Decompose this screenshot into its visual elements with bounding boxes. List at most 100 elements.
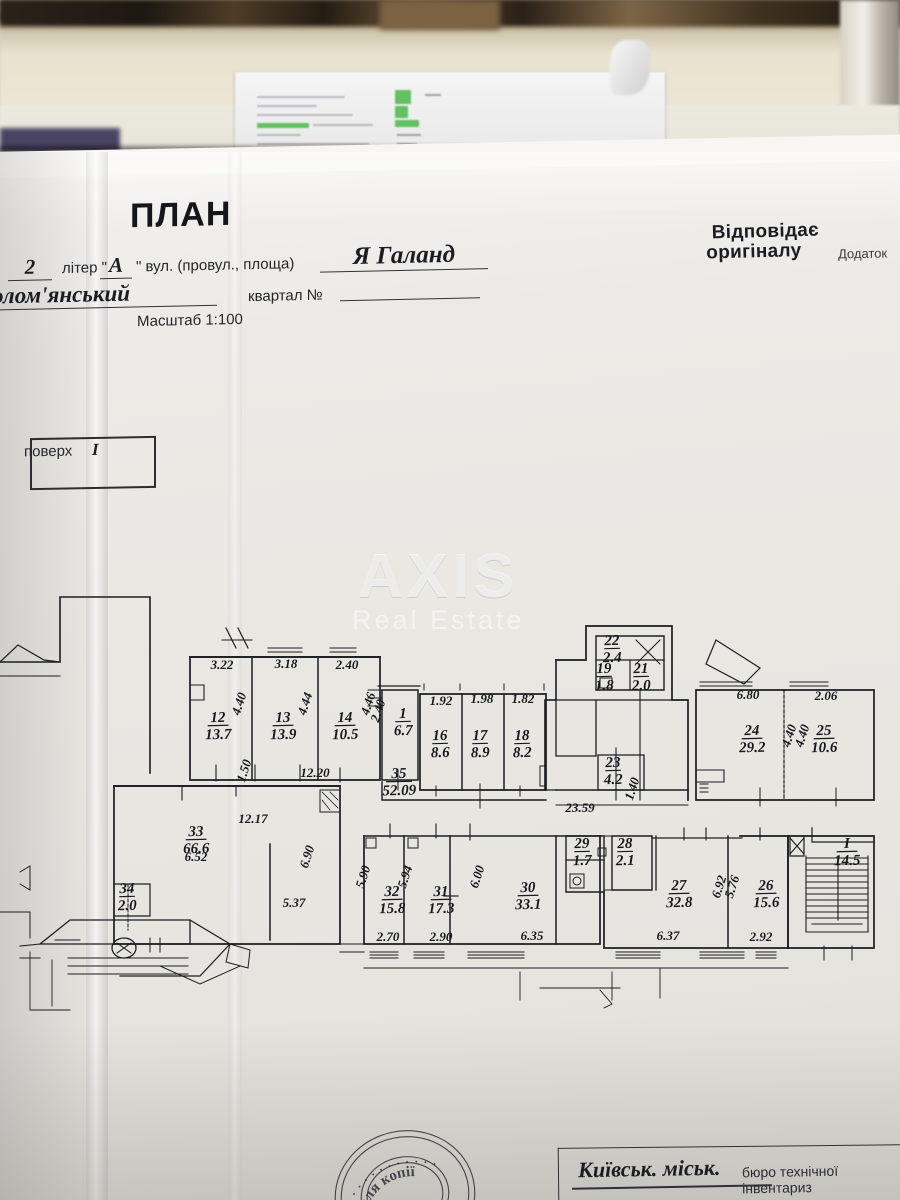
dimension-label: 12.20 xyxy=(300,765,330,780)
room-label: 222.4 xyxy=(602,633,623,666)
room-area: 17.3 xyxy=(428,901,455,918)
background-blue-folder xyxy=(0,128,120,152)
dimension-label: 2.92 xyxy=(749,929,773,944)
room-number: 31 xyxy=(432,884,448,900)
room-number: 26 xyxy=(757,878,774,894)
room-area: 6.7 xyxy=(394,723,414,739)
dimension-label: 6.92 xyxy=(708,873,729,900)
room-area: 2.4 xyxy=(602,650,623,666)
room-area: 13.7 xyxy=(205,727,232,744)
room-label: 234.2 xyxy=(603,755,624,788)
room-number: 12 xyxy=(210,710,226,726)
room-label: 191.8 xyxy=(595,661,615,694)
round-copy-stamp: для копії • • • • • • • • • • • • • • xyxy=(330,1130,476,1200)
dimension-label: 4.46 xyxy=(357,690,379,718)
plan-walls xyxy=(0,596,875,1011)
dimension-label: 5.76 xyxy=(721,873,742,900)
dimension-label: 4.40 xyxy=(228,690,250,718)
room-number: 19 xyxy=(596,661,612,677)
room-fraction-rule xyxy=(386,780,413,783)
room-number: 35 xyxy=(390,766,407,782)
dimension-label: 1.92 xyxy=(430,693,453,708)
bottom-caption-handwritten: Київськ. міськ. xyxy=(577,1154,721,1183)
dimension-label: 4.40 xyxy=(778,722,800,750)
room-number: 13 xyxy=(275,710,291,726)
dimension-label: 2.90 xyxy=(429,929,453,944)
room-number: 27 xyxy=(670,878,687,894)
room-label: I14.5 xyxy=(834,836,861,870)
dimension-label: 6.90 xyxy=(296,843,317,870)
room-number: 14 xyxy=(337,710,353,726)
dimension-label: 1.40 xyxy=(621,775,642,802)
room-number: I xyxy=(843,836,851,852)
room-area: 10.6 xyxy=(811,740,838,757)
dimension-label: 6.35 xyxy=(521,928,544,943)
dimension-label: 4.40 xyxy=(791,722,813,750)
room-number: 16 xyxy=(432,728,448,744)
room-area: 8.2 xyxy=(513,745,533,761)
paper-fold-crease-secondary xyxy=(228,152,242,1200)
room-label: 188.2 xyxy=(513,728,533,761)
room-number: 24 xyxy=(743,723,760,739)
room-number: 21 xyxy=(632,661,648,677)
background-door xyxy=(380,0,500,30)
room-area: 1.8 xyxy=(595,678,615,694)
room-label: 342.0 xyxy=(117,881,138,914)
room-number: 32 xyxy=(383,884,400,900)
room-area: 8.9 xyxy=(471,745,491,761)
background-printed-note xyxy=(235,72,665,150)
room-label: 291.7 xyxy=(573,836,593,869)
dimension-label: 2.40 xyxy=(335,657,359,672)
bottom-caption-printed: бюро технічної інвентариз xyxy=(741,1162,839,1197)
dimension-label: 6.37 xyxy=(657,928,680,943)
sheet-highlight xyxy=(0,152,900,222)
room-number: 18 xyxy=(514,728,530,744)
room-area: 15.6 xyxy=(753,895,780,912)
room-area: 14.5 xyxy=(834,853,861,870)
dimension-label: 6.52 xyxy=(185,849,208,864)
room-number: 17 xyxy=(472,728,488,744)
room-number: 25 xyxy=(815,723,832,739)
room-number: 23 xyxy=(604,755,621,771)
dimension-label: 1.50 xyxy=(233,757,254,784)
room-number: 34 xyxy=(118,881,135,897)
room-area: 8.6 xyxy=(431,745,451,761)
dimension-label: 12.17 xyxy=(238,811,268,826)
dimension-label: 1.82 xyxy=(512,691,535,706)
room-area: 33.1 xyxy=(514,897,542,914)
room-area: 29.2 xyxy=(738,740,766,757)
room-label: 16.7 xyxy=(394,706,414,739)
room-area: 32.8 xyxy=(665,895,693,912)
room-area: 4.2 xyxy=(603,772,624,788)
dimension-label: 2.70 xyxy=(376,929,400,944)
room-area: 15.8 xyxy=(379,901,406,918)
room-label: 282.1 xyxy=(615,836,635,869)
dimension-label: 6.00 xyxy=(466,863,487,890)
room-area: 1.7 xyxy=(573,853,593,869)
sheet-bottom-shadow xyxy=(0,1020,900,1200)
room-area: 2.0 xyxy=(631,678,652,694)
dimension-label: 2.40 xyxy=(367,697,389,725)
room-area: 10.5 xyxy=(332,727,359,744)
dimension-label: 23.59 xyxy=(564,800,595,815)
room-area: 13.9 xyxy=(270,727,297,744)
dimension-label: 3.18 xyxy=(274,656,298,671)
room-number: 29 xyxy=(573,836,590,852)
dimension-label: 5.90 xyxy=(352,863,373,890)
dimension-label: 5.37 xyxy=(283,895,306,910)
dimension-label: 2.06 xyxy=(814,688,838,703)
background-tape xyxy=(610,40,650,95)
paper-fold-crease xyxy=(86,152,108,1200)
